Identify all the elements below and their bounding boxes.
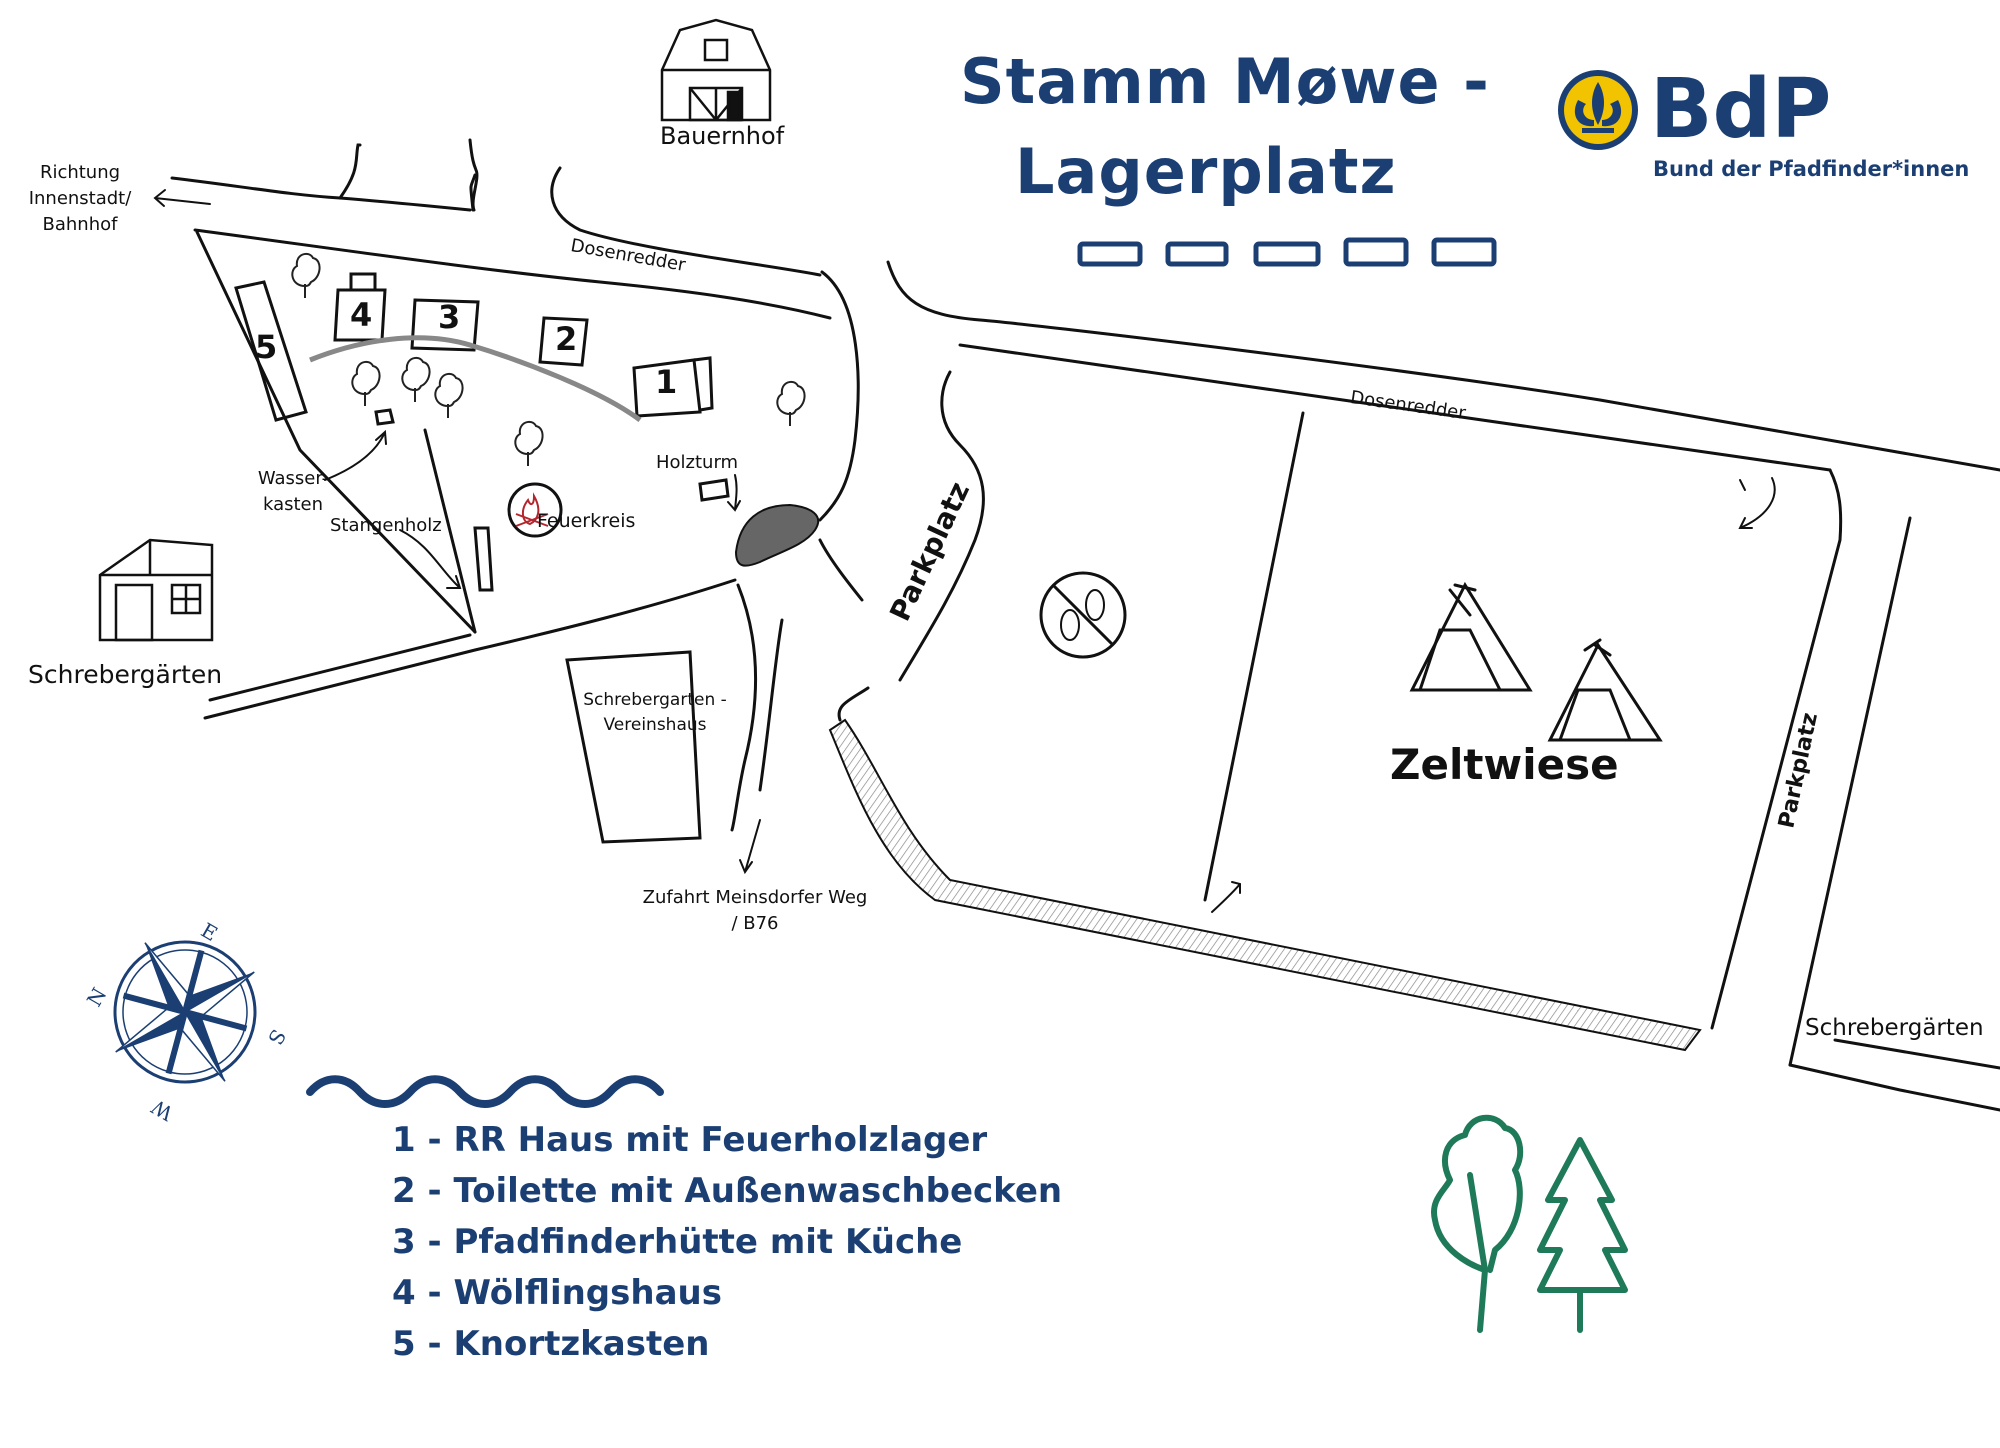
- road-zufahrt: [730, 538, 864, 832]
- no-footprints-icon: [1039, 571, 1127, 659]
- tree-icon: [776, 380, 806, 427]
- page-title-line1: Stamm Møwe -: [960, 45, 1490, 118]
- feuerkreis-circle: [507, 482, 563, 538]
- tent-icon: [1409, 581, 1533, 692]
- fleur-de-lis-icon: [1558, 70, 1638, 150]
- barn-icon: [660, 18, 772, 122]
- label-bauernhof: Bauernhof: [660, 122, 785, 150]
- tent-icon: [1547, 638, 1663, 742]
- legend-item-3: 3 - Pfadfinderhütte mit Küche: [392, 1222, 963, 1262]
- building-number-1: 1: [655, 363, 678, 401]
- legend-item-5: 5 - Knortzkasten: [392, 1324, 710, 1364]
- label-holzturm: Holzturm: [656, 452, 739, 473]
- tree-icon: [351, 360, 381, 407]
- tree-icon: [401, 356, 431, 403]
- label-richtung: Richtung Innenstadt/ Bahnhof: [28, 162, 132, 236]
- label-stangenholz: Stangenholz: [330, 515, 442, 536]
- building-number-5: 5: [255, 328, 278, 366]
- site-boundary: [195, 230, 737, 720]
- logo-subtitle: Bund der Pfadfinder*innen: [1653, 157, 1970, 181]
- tree-icon: [291, 252, 321, 299]
- zeltwiese-field: [958, 343, 2000, 1112]
- legend-item-1: 1 - RR Haus mit Feuerholzlager: [392, 1120, 988, 1160]
- path-scribble: [309, 335, 642, 423]
- wave-icon: [306, 1075, 664, 1108]
- label-vereinshaus: Schrebergarten - Vereinshaus: [583, 690, 727, 735]
- hatched-path: [828, 718, 1702, 1052]
- shed-icon: [98, 538, 214, 642]
- title-dashes: [1077, 237, 1497, 267]
- legend-item-2: 2 - Toilette mit Außenwaschbecken: [392, 1171, 1063, 1211]
- label-zeltwiese: Zeltwiese: [1390, 740, 1619, 789]
- road-dosenredder-west: [170, 138, 860, 522]
- campfire-icon: [515, 492, 549, 527]
- building-number-4: 4: [350, 296, 373, 334]
- label-feuerkreis: Feuerkreis: [537, 510, 636, 532]
- label-zufahrt: Zufahrt Meinsdorfer Weg / B76: [642, 887, 868, 935]
- tree-icon: [1431, 1114, 1524, 1333]
- road-parkplatz-west: [837, 260, 2000, 722]
- logo-text: BdP: [1650, 62, 1832, 157]
- holzturm-area: [734, 503, 820, 567]
- building-outlines: [234, 272, 730, 592]
- page-title-line2: Lagerplatz: [1015, 135, 1397, 208]
- label-wasserkasten: Wasser- kasten: [257, 468, 329, 516]
- legend-item-4: 4 - Wölflingshaus: [392, 1273, 722, 1313]
- tree-icon: [514, 420, 544, 467]
- compass-rose-icon: [113, 940, 257, 1084]
- label-schrebergaerten-west: Schrebergärten: [28, 660, 223, 689]
- arrows: [153, 189, 1776, 913]
- label-schrebergaerten-east: Schrebergärten: [1805, 1015, 1984, 1041]
- building-number-2: 2: [555, 320, 578, 358]
- tree-icon: [434, 372, 464, 419]
- tree-icon: [1537, 1137, 1628, 1333]
- vereinshaus-building: [565, 650, 702, 844]
- building-number-3: 3: [438, 298, 461, 336]
